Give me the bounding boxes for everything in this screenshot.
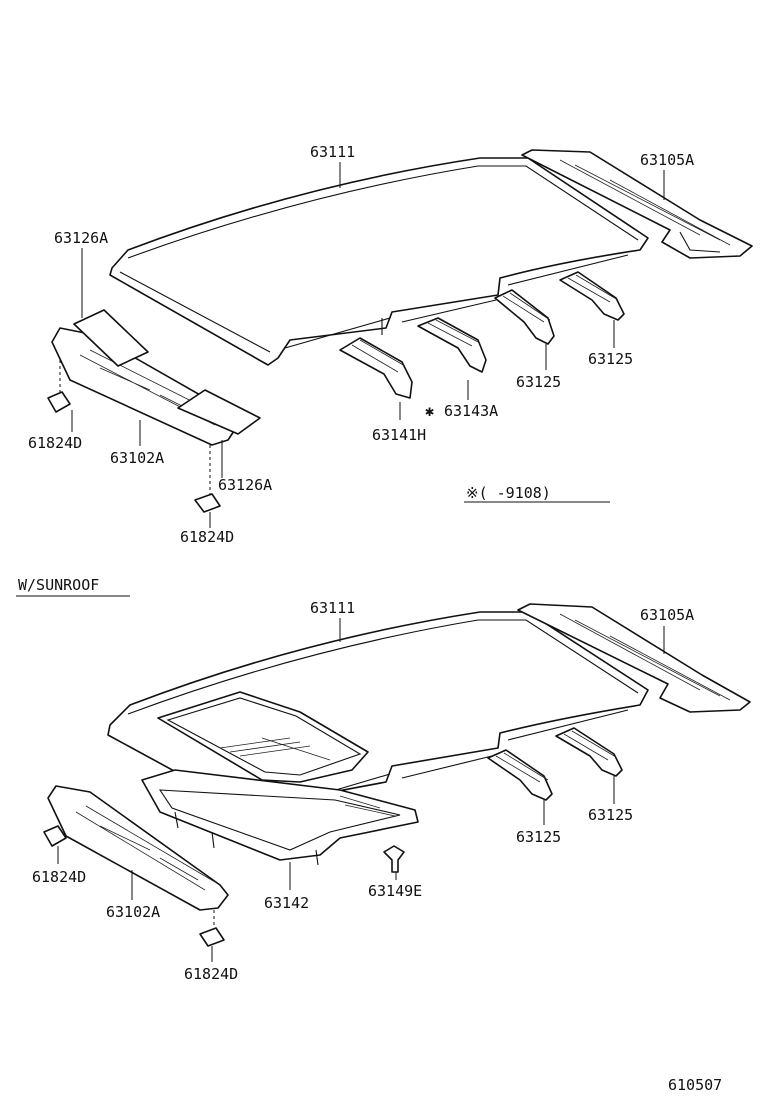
label-rear-header-top: 63105A — [640, 151, 694, 169]
section-title-sunroof: W/SUNROOF — [18, 576, 99, 594]
cap-bottom-top — [194, 493, 221, 513]
label-front-sheet-left: 63126A — [54, 229, 108, 247]
label-cap-bottom-top: 61824D — [180, 528, 234, 546]
label-cap-left-sunroof: 61824D — [32, 868, 86, 886]
footnote: ※( -9108) — [466, 484, 551, 502]
asterisk-icon: ✱ — [425, 402, 434, 420]
roof-bows-sunroof — [487, 727, 623, 801]
label-front-header-top: 63102A — [110, 449, 164, 467]
rear-header-sunroof — [517, 603, 751, 713]
label-roof-panel-sunroof: 63111 — [310, 599, 355, 617]
label-front-sheet-right: 63126A — [218, 476, 272, 494]
label-roof-panel-top: 63111 — [310, 143, 355, 161]
label-bow-mid-top: 63125 — [516, 373, 561, 391]
label-reinforcement-a: 63141H — [372, 426, 426, 444]
label-reinforcement-b: 63143A — [444, 402, 498, 420]
front-header-top — [51, 309, 261, 446]
front-sheet-left — [73, 309, 149, 367]
rear-header-top — [521, 149, 753, 259]
label-front-header-sunroof: 63102A — [106, 903, 160, 921]
front-sheet-right — [177, 389, 261, 435]
clip-icon — [383, 845, 405, 873]
label-cap-bottom-sunroof: 61824D — [184, 965, 238, 983]
top-assembly — [47, 149, 753, 528]
figure-code: 610507 — [668, 1076, 722, 1094]
roof-bows-top — [339, 271, 625, 399]
label-bow-mid-sunroof: 63125 — [516, 828, 561, 846]
cap-left-top — [47, 391, 71, 413]
label-cap-left-top: 61824D — [28, 434, 82, 452]
cap-bottom-sunroof — [199, 927, 225, 947]
sunroof-assembly — [43, 603, 751, 962]
label-rear-header-sunroof: 63105A — [640, 606, 694, 624]
label-clip: 63149E — [368, 882, 422, 900]
roof-panel-top — [109, 157, 649, 366]
label-bow-rear-sunroof: 63125 — [588, 806, 633, 824]
label-housing: 63142 — [264, 894, 309, 912]
cap-left-sunroof — [43, 825, 67, 847]
label-bow-rear-top: 63125 — [588, 350, 633, 368]
front-header-sunroof — [47, 785, 229, 911]
sunroof-housing — [141, 769, 419, 866]
